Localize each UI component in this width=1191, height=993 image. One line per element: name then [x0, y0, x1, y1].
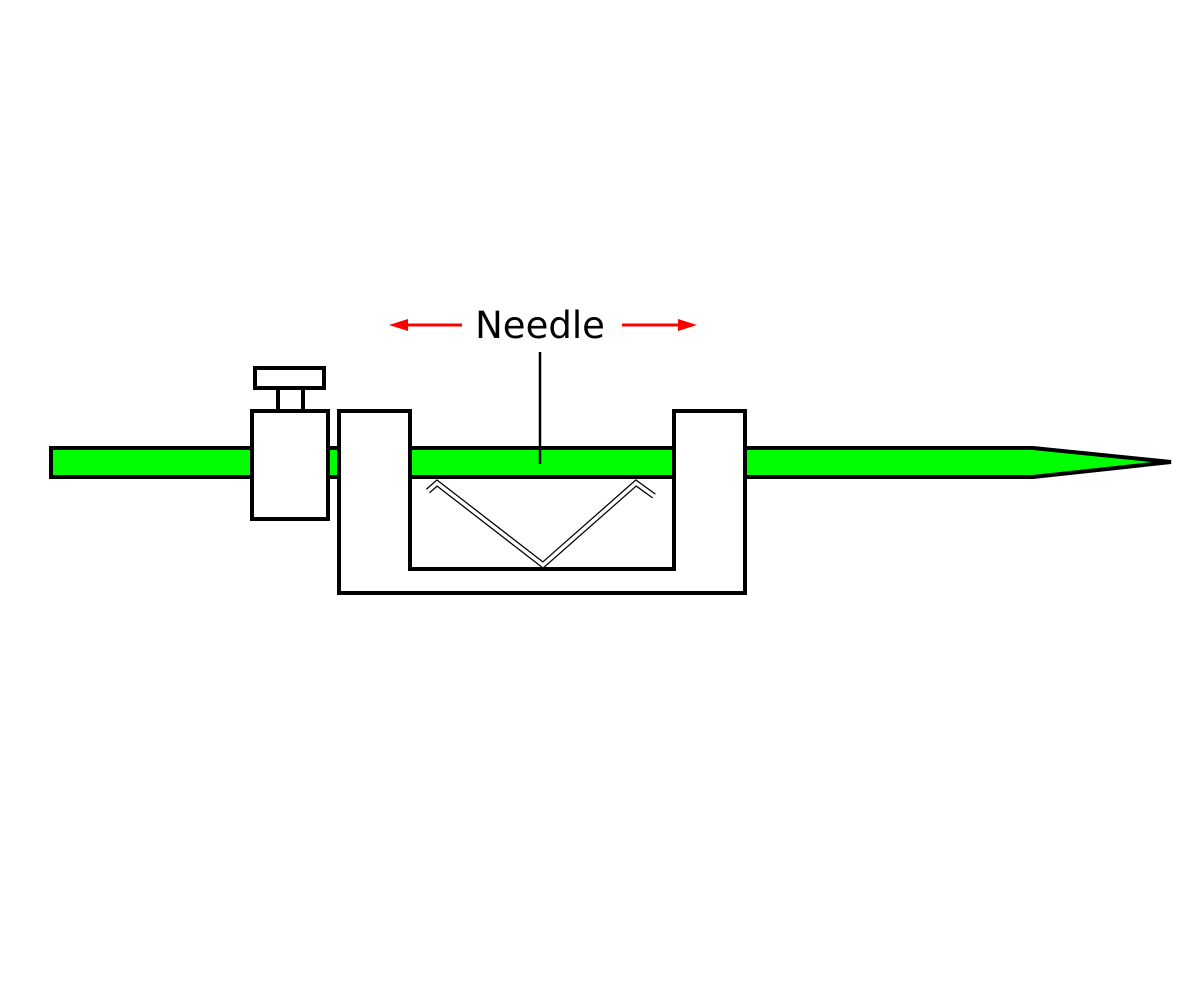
arrow-left-icon	[389, 319, 462, 331]
v-spring-inner	[426, 480, 656, 568]
arrow-right-icon	[622, 319, 697, 331]
clamp-body	[250, 409, 330, 521]
needle-label: Needle	[475, 304, 605, 347]
needle-gap-segment	[330, 450, 337, 475]
screw-head	[253, 366, 326, 390]
needle-in-holder	[412, 450, 672, 475]
u-holder-frame	[337, 409, 747, 595]
v-spring	[426, 479, 656, 569]
u-holder	[330, 409, 747, 595]
clamp-block	[250, 366, 330, 521]
screw-stem	[276, 386, 305, 414]
